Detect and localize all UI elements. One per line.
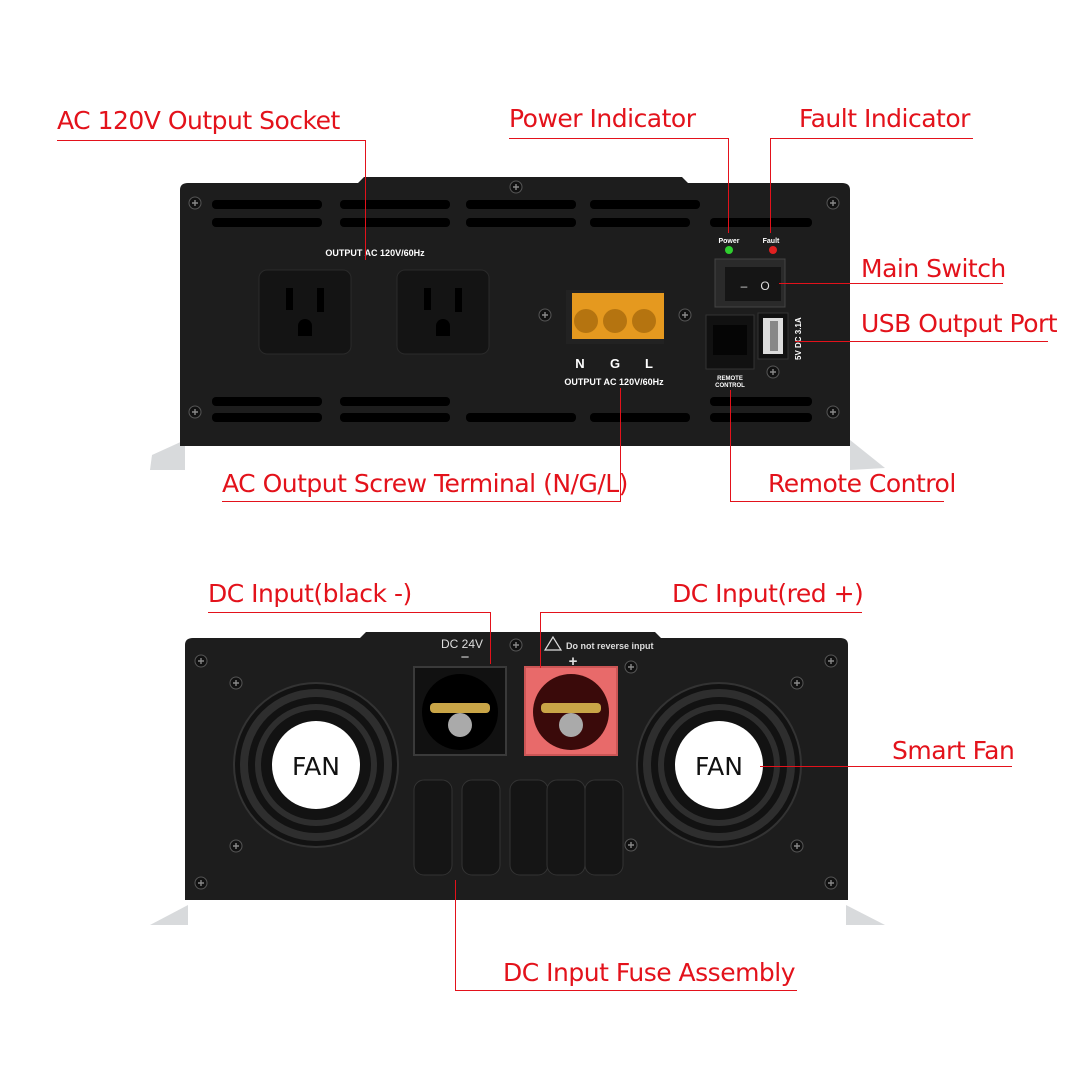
callout-line — [779, 283, 1003, 285]
usb-port[interactable] — [757, 312, 789, 360]
svg-text:O: O — [760, 279, 769, 293]
callout-line — [365, 140, 367, 260]
callout-smart-fan: Smart Fan — [892, 736, 1015, 765]
remote-control-port[interactable] — [705, 314, 755, 370]
power-led-label: Power — [718, 238, 739, 245]
callout-screw-terminal: AC Output Screw Terminal (N/G/L) — [222, 469, 628, 498]
screw-terminal — [566, 290, 664, 344]
remote-label-2: CONTROL — [715, 383, 745, 389]
ac-outlet-1 — [258, 269, 352, 355]
callout-line — [760, 766, 1012, 768]
main-switch[interactable]: – O — [714, 258, 786, 308]
fault-led-icon — [769, 246, 777, 254]
rear-panel: FAN FAN DC 24V − + Do not reverse input — [150, 632, 885, 925]
callout-line — [730, 501, 944, 503]
callout-dc-red: DC Input(red +) — [672, 579, 864, 608]
callout-line — [770, 138, 772, 233]
fan-right-label: FAN — [695, 752, 743, 781]
svg-text:–: – — [741, 279, 748, 293]
callout-line — [728, 138, 730, 233]
fault-led-label: Fault — [763, 238, 780, 245]
callout-power-indicator: Power Indicator — [509, 104, 696, 133]
power-led-icon — [725, 246, 733, 254]
dc-positive-terminal — [524, 666, 618, 756]
dc-voltage-label: DC 24V — [441, 637, 483, 651]
terminal-n: N — [575, 356, 584, 371]
warning-icon — [543, 635, 563, 651]
warning-label: Do not reverse input — [566, 641, 654, 651]
callout-line — [540, 612, 542, 668]
callout-line — [509, 138, 729, 140]
callout-line — [455, 880, 457, 990]
callout-usb-port: USB Output Port — [861, 309, 1058, 338]
callout-line — [620, 388, 622, 501]
front-panel: OUTPUT AC 120V/60Hz N G L OUTPUT AC 120V… — [150, 177, 885, 470]
fan-left-label: FAN — [292, 752, 340, 781]
callout-line — [208, 612, 491, 614]
callout-line — [770, 138, 973, 140]
callout-line — [490, 612, 492, 664]
terminal-g: G — [610, 356, 620, 371]
usb-rating: 5V DC 3.1A — [794, 317, 803, 360]
fuse-assembly — [413, 779, 624, 876]
callout-remote-control: Remote Control — [768, 469, 956, 498]
callout-ac-socket: AC 120V Output Socket — [57, 106, 340, 135]
plus-label: + — [569, 653, 578, 670]
callout-line — [540, 612, 862, 614]
output-label-terminal: OUTPUT AC 120V/60Hz — [564, 377, 664, 387]
callout-main-switch: Main Switch — [861, 254, 1006, 283]
remote-label-1: REMOTE — [717, 376, 743, 382]
callout-line — [57, 140, 366, 142]
callout-fault-indicator: Fault Indicator — [799, 104, 970, 133]
callout-dc-black: DC Input(black -) — [208, 579, 412, 608]
minus-label: − — [461, 649, 470, 666]
output-label-top: OUTPUT AC 120V/60Hz — [325, 248, 425, 258]
callout-line — [730, 390, 732, 501]
callout-line — [222, 501, 621, 503]
callout-line — [455, 990, 797, 992]
callout-fuse-assembly: DC Input Fuse Assembly — [503, 958, 796, 987]
callout-line — [795, 341, 1048, 343]
terminal-l: L — [645, 356, 653, 371]
ac-outlet-2 — [396, 269, 490, 355]
dc-negative-terminal — [413, 666, 507, 756]
